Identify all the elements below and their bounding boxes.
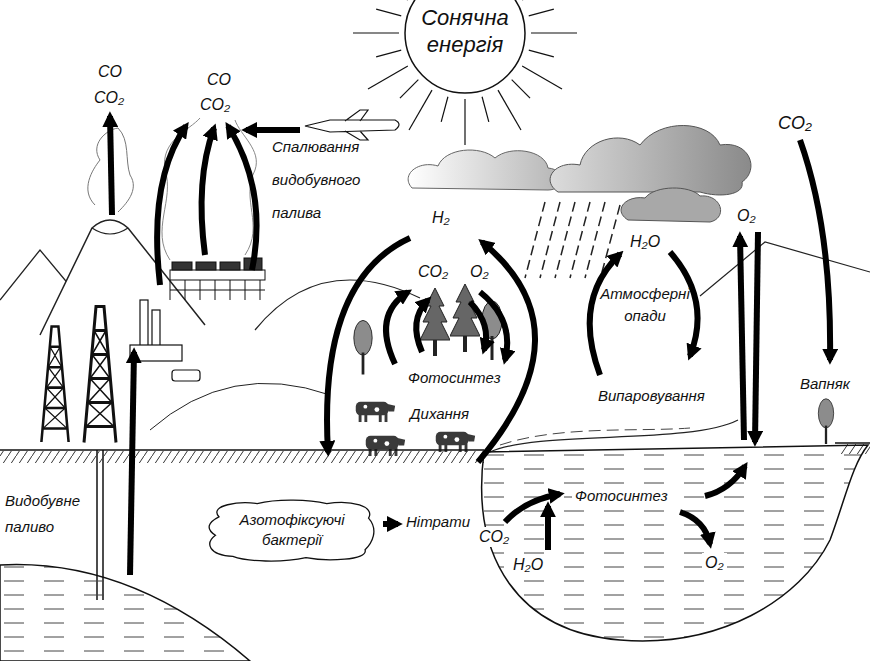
sun-ray (522, 0, 562, 1)
cycle-label: O₂ (737, 206, 756, 226)
sun-ray (512, 80, 530, 98)
cycle-label: H₂ (432, 208, 450, 228)
sun-ray (368, 66, 408, 89)
cycle-label: CO₂ (476, 527, 512, 547)
cycle-label: CO₂ (418, 262, 448, 282)
sun-ray (409, 90, 432, 130)
bacteria-blob: Азотофіксуючі бактерії (205, 497, 379, 563)
cycle-label: CO₂ (94, 88, 124, 108)
sun-ray (376, 50, 401, 57)
cycle-label: CO₂ (778, 112, 812, 134)
sun-ray (400, 80, 418, 98)
sun-ray (482, 97, 489, 122)
cycle-label: Випаровування (598, 386, 705, 405)
cycle-label: Атмосферні опади (596, 283, 694, 327)
cycle-label: H₂O (510, 555, 546, 575)
cycle-label: Фотосинтез (408, 368, 501, 387)
cycle-label: CO₂ (200, 95, 230, 115)
cycle-label: Видобувне паливо (5, 488, 90, 540)
sun-ray (498, 90, 521, 130)
sun-ray (353, 32, 399, 33)
sun-ray (529, 50, 554, 57)
cycle-label: CO (207, 70, 231, 90)
sun-ray (376, 9, 401, 16)
sun-ray (368, 0, 408, 1)
cycle-label: Вапняк (800, 374, 850, 393)
sun-ray (529, 9, 554, 16)
sun-ray (441, 97, 448, 122)
cycle-label: CO (98, 62, 122, 82)
cycle-label: Сонячна енергія (405, 4, 525, 58)
cycle-label: Фотосинтез (572, 486, 671, 505)
cycle-label: O₂ (470, 262, 489, 282)
cycle-label: O₂ (702, 553, 727, 573)
sun-ray (531, 32, 577, 33)
cycle-label: H₂O (630, 232, 660, 252)
node-text: Азотофіксуючі бактерії (227, 510, 357, 550)
sun-ray (522, 66, 562, 89)
cycle-label: Спалювання видобувного палива (272, 130, 372, 229)
blob-outline (205, 497, 379, 563)
sun-ray (464, 99, 465, 145)
cycle-label: Дихання (410, 404, 469, 423)
cycle-label: Нітрати (406, 512, 470, 531)
nitrate-arrow (383, 521, 398, 527)
